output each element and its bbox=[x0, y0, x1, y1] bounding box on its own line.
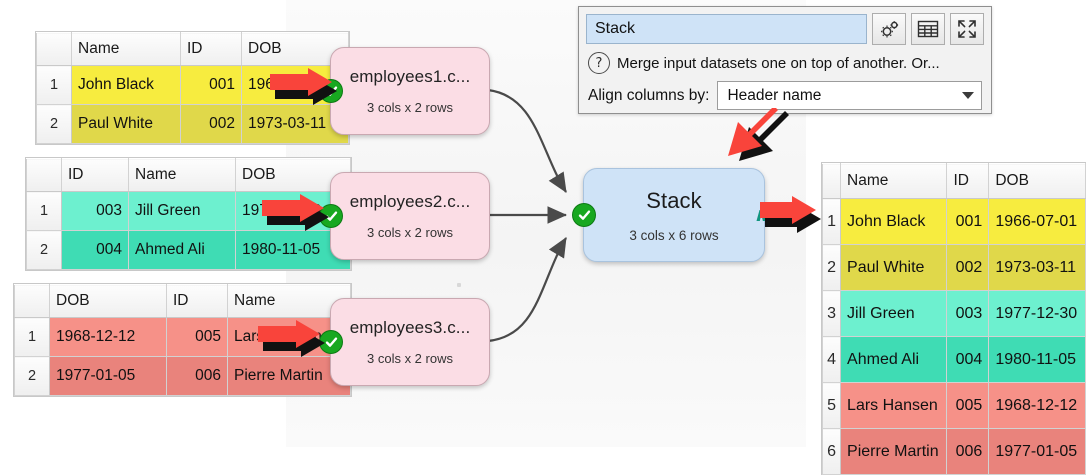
row-number[interactable]: 1 bbox=[821, 198, 842, 245]
cell[interactable]: Lars Hansen bbox=[840, 382, 948, 429]
sheet2-corner bbox=[26, 158, 62, 192]
sheet3-header-0[interactable]: DOB bbox=[49, 284, 167, 318]
sheet1-corner bbox=[36, 32, 72, 66]
cell[interactable]: 002 bbox=[946, 244, 990, 291]
table-icon[interactable] bbox=[911, 13, 945, 45]
sheet2-header-1[interactable]: Name bbox=[128, 158, 236, 192]
cell[interactable]: 003 bbox=[946, 290, 990, 337]
row-number[interactable]: 6 bbox=[821, 428, 842, 475]
cell[interactable]: 004 bbox=[946, 336, 990, 383]
cell[interactable]: 003 bbox=[61, 191, 129, 231]
cell[interactable]: 1968-12-12 bbox=[988, 382, 1086, 429]
annotation-arrow-output bbox=[760, 196, 821, 233]
row-number[interactable]: 1 bbox=[26, 191, 62, 231]
cell[interactable]: 006 bbox=[166, 356, 228, 396]
output-header-2[interactable]: DOB bbox=[988, 163, 1086, 199]
annotation-arrow-source1 bbox=[270, 68, 337, 105]
help-icon[interactable]: ? bbox=[588, 52, 610, 74]
table-row[interactable]: 2 1977-01-05 006 Pierre Martin bbox=[14, 356, 351, 396]
annotation-arrow-source3 bbox=[258, 320, 325, 357]
cell[interactable]: Ahmed Ali bbox=[128, 230, 236, 270]
cell[interactable]: 005 bbox=[946, 382, 990, 429]
annotation-arrow-settings bbox=[728, 108, 789, 161]
row-number[interactable]: 3 bbox=[821, 290, 842, 337]
cell[interactable]: 004 bbox=[61, 230, 129, 270]
table-row[interactable]: 6 Pierre Martin 006 1977-01-05 bbox=[821, 428, 1086, 475]
cell[interactable]: 006 bbox=[946, 428, 990, 475]
cell[interactable]: 005 bbox=[166, 317, 228, 357]
panel-name-row: Stack bbox=[579, 7, 991, 45]
node-meta: 3 cols x 2 rows bbox=[367, 225, 453, 240]
sheet2-header-0[interactable]: ID bbox=[61, 158, 129, 192]
cell[interactable]: 1966-07-01 bbox=[988, 198, 1086, 245]
cell[interactable]: 1977-01-05 bbox=[49, 356, 167, 396]
cell[interactable]: Ahmed Ali bbox=[840, 336, 948, 383]
status-ok-icon bbox=[573, 204, 595, 226]
output-corner bbox=[821, 163, 842, 199]
sheet1-header-1[interactable]: ID bbox=[180, 32, 242, 66]
panel-description-row: ? Merge input datasets one on top of ano… bbox=[579, 45, 991, 74]
align-columns-select[interactable]: Header name bbox=[717, 81, 982, 110]
output-table-stack[interactable]: Name ID DOB 1 John Black 001 1966-07-01 … bbox=[821, 163, 1086, 475]
table-row[interactable]: 5 Lars Hansen 005 1968-12-12 bbox=[821, 382, 1086, 429]
cell[interactable]: 001 bbox=[180, 65, 242, 105]
panel-description: Merge input datasets one on top of anoth… bbox=[617, 54, 940, 72]
output-header-1[interactable]: ID bbox=[946, 163, 990, 199]
row-number[interactable]: 2 bbox=[36, 104, 72, 144]
node-title: employees3.c... bbox=[349, 318, 471, 337]
cell[interactable]: Pierre Martin bbox=[840, 428, 948, 475]
table-row[interactable]: 3 Jill Green 003 1977-12-30 bbox=[821, 290, 1086, 337]
row-number[interactable]: 2 bbox=[26, 230, 62, 270]
cell[interactable]: Paul White bbox=[840, 244, 948, 291]
table-row[interactable]: 2 Paul White 002 1973-03-11 bbox=[36, 104, 349, 144]
node-meta: 3 cols x 2 rows bbox=[367, 351, 453, 366]
align-columns-row: Align columns by: Header name bbox=[579, 74, 991, 110]
cell[interactable]: 001 bbox=[946, 198, 990, 245]
expand-icon[interactable] bbox=[950, 13, 984, 45]
row-number[interactable]: 2 bbox=[14, 356, 50, 396]
node-employees3[interactable]: employees3.c... 3 cols x 2 rows bbox=[320, 298, 490, 386]
cell[interactable]: 1968-12-12 bbox=[49, 317, 167, 357]
node-employees1[interactable]: employees1.c... 3 cols x 2 rows bbox=[320, 47, 490, 135]
gear-icon[interactable] bbox=[872, 13, 906, 45]
cell[interactable]: 1980-11-05 bbox=[988, 336, 1086, 383]
status-ok-icon bbox=[320, 331, 342, 353]
table-row[interactable]: 4 Ahmed Ali 004 1980-11-05 bbox=[821, 336, 1086, 383]
node-meta: 3 cols x 2 rows bbox=[367, 100, 453, 115]
row-number[interactable]: 1 bbox=[36, 65, 72, 105]
item-settings-panel[interactable]: Stack bbox=[578, 6, 992, 114]
source-table-employees1[interactable]: Name ID DOB 1 John Black 001 1966-07-01 … bbox=[36, 32, 349, 144]
cell[interactable]: Paul White bbox=[71, 104, 181, 144]
item-name-input[interactable]: Stack bbox=[586, 14, 867, 44]
align-columns-label: Align columns by: bbox=[588, 86, 710, 104]
row-number[interactable]: 5 bbox=[821, 382, 842, 429]
node-employees2[interactable]: employees2.c... 3 cols x 2 rows bbox=[320, 172, 490, 260]
annotation-arrow-source2 bbox=[262, 194, 329, 231]
row-number[interactable]: 1 bbox=[14, 317, 50, 357]
cell[interactable]: 1973-03-11 bbox=[988, 244, 1086, 291]
output-header-0[interactable]: Name bbox=[840, 163, 948, 199]
cell[interactable]: Jill Green bbox=[840, 290, 948, 337]
cell[interactable]: 1977-12-30 bbox=[988, 290, 1086, 337]
cell[interactable]: Jill Green bbox=[128, 191, 236, 231]
sheet1-header-2[interactable]: DOB bbox=[241, 32, 349, 66]
table-row[interactable]: 1 John Black 001 1966-07-01 bbox=[821, 198, 1086, 245]
node-title: employees1.c... bbox=[349, 67, 471, 86]
align-columns-value: Header name bbox=[727, 86, 822, 104]
source-table-employees3[interactable]: DOB ID Name 1 1968-12-12 005 Lars Hansen… bbox=[14, 284, 351, 396]
cell[interactable]: John Black bbox=[71, 65, 181, 105]
table-row[interactable]: 2 Paul White 002 1973-03-11 bbox=[821, 244, 1086, 291]
cell[interactable]: 002 bbox=[180, 104, 242, 144]
sheet3-header-1[interactable]: ID bbox=[166, 284, 228, 318]
cell[interactable]: 1977-01-05 bbox=[988, 428, 1086, 475]
node-title: employees2.c... bbox=[349, 192, 471, 211]
row-number[interactable]: 4 bbox=[821, 336, 842, 383]
node-title: Stack bbox=[646, 187, 702, 213]
cell[interactable]: John Black bbox=[840, 198, 948, 245]
row-number[interactable]: 2 bbox=[821, 244, 842, 291]
chevron-down-icon bbox=[962, 92, 974, 99]
node-meta: 3 cols x 6 rows bbox=[629, 227, 719, 243]
sheet3-corner bbox=[14, 284, 50, 318]
sheet1-header-0[interactable]: Name bbox=[71, 32, 181, 66]
